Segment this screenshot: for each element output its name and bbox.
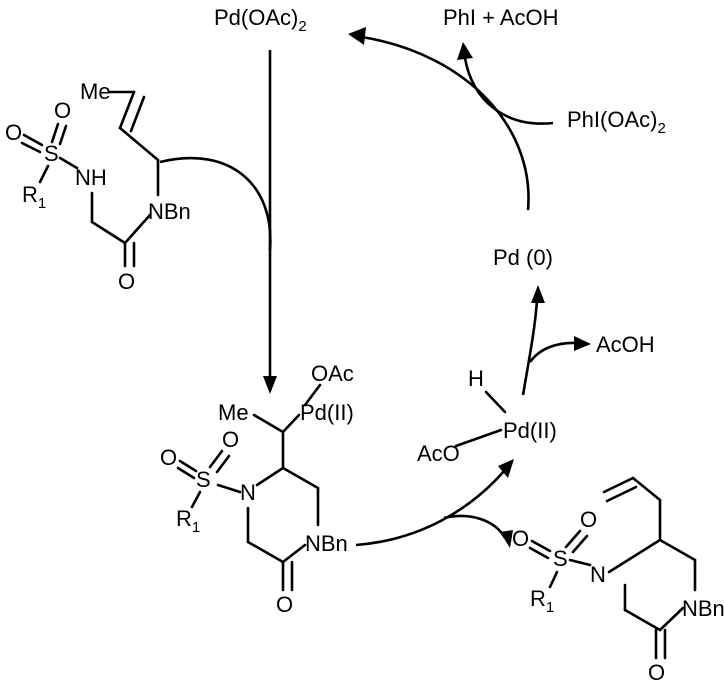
acoh-release-arrow (528, 341, 578, 363)
sm-o1-label: O (5, 120, 22, 145)
sm-o2-label: O (54, 98, 71, 123)
int-me-label: Me (218, 400, 249, 425)
acoh-release-arrowhead (574, 336, 591, 351)
oxidant-arrowhead (457, 42, 473, 60)
reductive-elimination-arrowhead (531, 285, 545, 303)
int-o2-label: O (222, 427, 239, 452)
substrate-entry-arrow (159, 156, 272, 251)
sm-r1-label: R1 (22, 182, 46, 212)
pd0-label: Pd (0) (493, 245, 553, 270)
sm-me-label: Me (80, 79, 111, 104)
cycle-arrows (159, 27, 591, 548)
oxidant-curved-arrow (463, 57, 554, 125)
int-pd-label: Pd(II) (300, 400, 354, 425)
int-carbonyl-o-label: O (276, 592, 293, 617)
phi-oac2-label: PhI(OAc)2 (567, 107, 666, 137)
int-oac-label: OAc (311, 361, 354, 386)
beta-hydride-arrowhead (498, 459, 514, 478)
sm-carbonyl-o-label: O (118, 269, 135, 294)
prod-nbn-label: NBn (682, 596, 724, 621)
phi-acoh-label: PhI + AcOH (443, 5, 559, 30)
pd-oac2-label: Pd(OAc)2 (214, 5, 307, 35)
acoh-byproduct-label: AcOH (596, 332, 655, 357)
starting-material-structure: Me NBn O NH S O O R1 (5, 79, 191, 294)
aminopalladation-arrowhead (263, 376, 277, 394)
prod-o2-label: O (580, 507, 597, 532)
piperazinone-product-structure: NBn O N S O O R1 (512, 476, 724, 685)
alkylpalladium-intermediate-structure: OAc Pd(II) Me NBn O N S O O R1 (160, 361, 354, 617)
sm-nh-label: NH (75, 165, 107, 190)
int-s-label: S (196, 467, 211, 492)
oxidation-arrowhead (348, 27, 366, 45)
hydride-h-label: H (468, 366, 484, 391)
beta-hydride-arrow (355, 469, 506, 547)
prod-r1-label: R1 (530, 586, 554, 616)
int-nbn-label: NBn (305, 531, 348, 556)
prod-o1-label: O (512, 526, 529, 551)
prod-carbonyl-o-label: O (648, 660, 665, 685)
int-n-label: N (240, 480, 256, 505)
int-o1-label: O (160, 445, 177, 470)
reductive-elimination-arrow (521, 299, 539, 396)
sm-nbn-label: NBn (148, 199, 191, 224)
product-release-arrowhead (500, 530, 513, 548)
hydride-pd-label: Pd(II) (503, 418, 557, 443)
prod-n-label: N (590, 562, 606, 587)
prod-s-label: S (553, 546, 568, 571)
oxidation-arc-arrow (361, 35, 530, 211)
palladium-hydride-complex: H Pd(II) AcO (417, 366, 557, 466)
hydride-aco-label: AcO (417, 441, 460, 466)
sm-s-label: S (44, 141, 59, 166)
product-release-arrow (443, 514, 507, 539)
int-r1-label: R1 (176, 506, 200, 536)
